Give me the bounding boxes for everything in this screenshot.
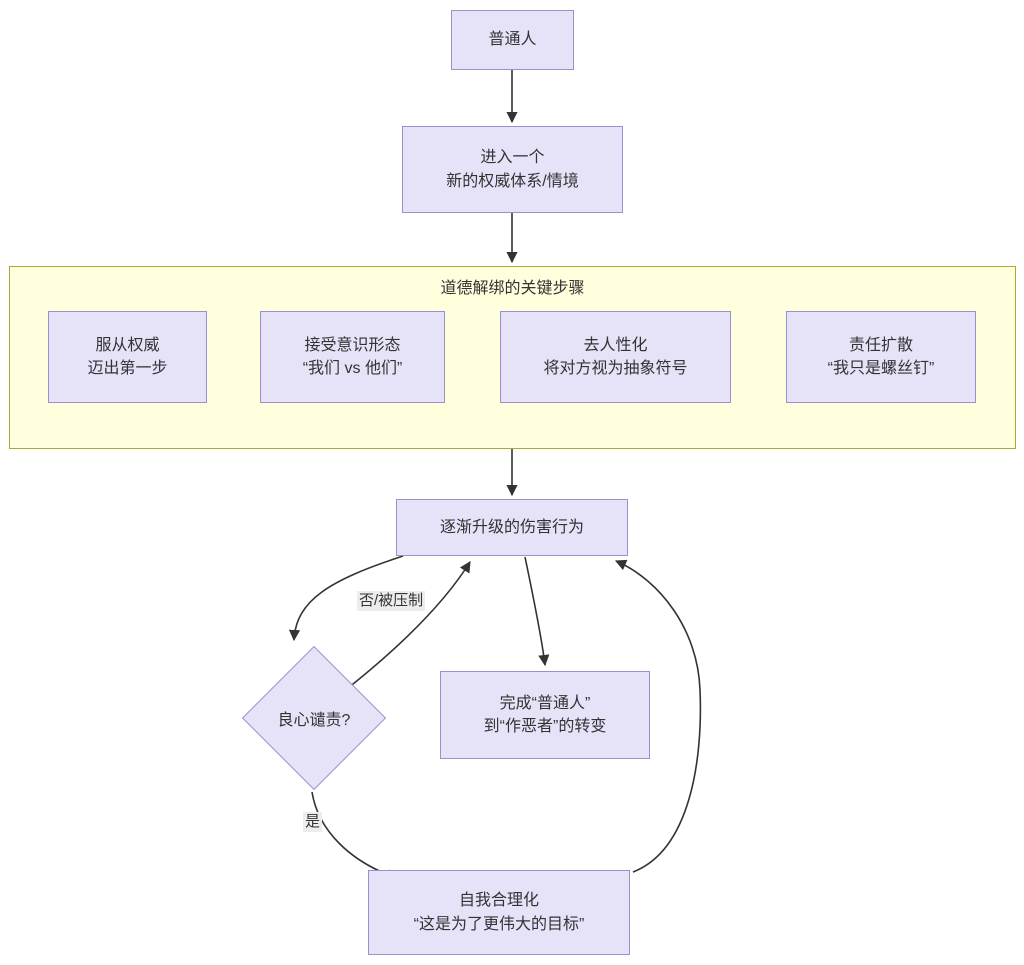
node-enter-authority-label: 进入一个 新的权威体系/情境 xyxy=(446,149,579,190)
node-obey-authority-label: 服从权威 迈出第一步 xyxy=(87,336,168,377)
edge-label-no-suppressed: 否/被压制 xyxy=(357,591,426,611)
cluster-title-key-steps: 道德解绑的关键步骤 xyxy=(440,280,585,297)
node-self-rationalization[interactable]: 自我合理化 “这是为了更伟大的目标” xyxy=(368,870,630,955)
node-dehumanization[interactable]: 去人性化 将对方视为抽象符号 xyxy=(500,311,731,403)
node-ordinary[interactable]: 普通人 xyxy=(451,10,574,70)
node-transformation-complete[interactable]: 完成“普通人” 到“作恶者”的转变 xyxy=(440,671,650,759)
node-accept-ideology[interactable]: 接受意识形态 “我们 vs 他们” xyxy=(260,311,445,403)
edge-label-yes: 是 xyxy=(303,812,323,832)
node-obey-authority[interactable]: 服从权威 迈出第一步 xyxy=(48,311,207,403)
node-accept-ideology-label: 接受意识形态 “我们 vs 他们” xyxy=(302,336,403,377)
edge-conscience-to-rationalize xyxy=(311,791,399,881)
node-diffusion-of-responsibility-label: 责任扩散 “我只是螺丝钉” xyxy=(827,336,935,377)
node-escalating-harm-label: 逐渐升级的伤害行为 xyxy=(439,518,584,536)
node-ordinary-label: 普通人 xyxy=(488,31,537,49)
node-dehumanization-label: 去人性化 将对方视为抽象符号 xyxy=(543,336,688,377)
node-conscience-decision-label: 良心谴责? xyxy=(277,712,351,729)
node-enter-authority[interactable]: 进入一个 新的权威体系/情境 xyxy=(402,126,623,213)
node-conscience-decision[interactable]: 良心谴责? xyxy=(241,645,387,791)
node-escalating-harm[interactable]: 逐渐升级的伤害行为 xyxy=(396,499,628,556)
node-transformation-complete-label: 完成“普通人” 到“作恶者”的转变 xyxy=(483,694,607,735)
node-diffusion-of-responsibility[interactable]: 责任扩散 “我只是螺丝钉” xyxy=(786,311,976,403)
node-self-rationalization-label: 自我合理化 “这是为了更伟大的目标” xyxy=(413,892,585,933)
edge-escalate-to-transform xyxy=(524,556,550,667)
